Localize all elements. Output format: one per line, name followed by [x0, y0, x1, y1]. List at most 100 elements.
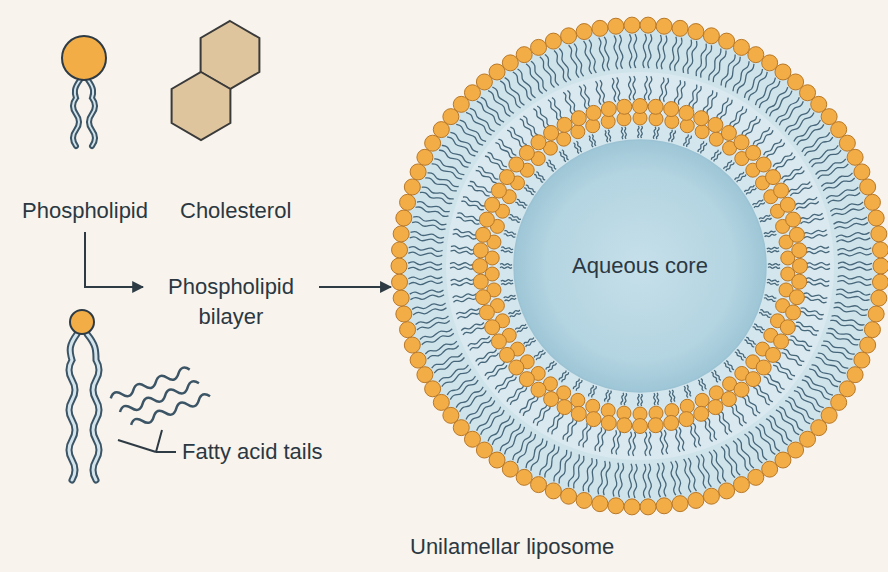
- lipid-tail: [788, 112, 813, 135]
- lipid-head: [400, 194, 416, 210]
- lipid-tail: [563, 418, 573, 440]
- lipid-tail: [830, 320, 863, 330]
- lipid-head: [509, 157, 524, 172]
- lipid-tail: [834, 302, 867, 310]
- lipid-tail: [753, 327, 764, 333]
- lipid-tail: [754, 202, 765, 207]
- lipid-head: [733, 477, 749, 493]
- lipid-tail: [832, 207, 865, 216]
- lipid-tail: [789, 340, 810, 351]
- lipid-tail: [661, 35, 667, 69]
- bilayer-zone: [402, 28, 878, 504]
- lipid-tail: [679, 427, 685, 450]
- lipid-head: [392, 274, 408, 290]
- lipid-tail: [838, 262, 872, 265]
- lipid-tail: [584, 41, 592, 74]
- lipid-head: [499, 170, 514, 185]
- lipid-tail: [805, 282, 829, 286]
- lipid-tail: [568, 454, 579, 486]
- lipid-tail: [505, 78, 525, 106]
- lipid-tail: [696, 456, 706, 489]
- lipid-tail: [675, 428, 680, 451]
- lipid-head: [746, 372, 761, 387]
- lipid-tail: [450, 132, 478, 152]
- lipid-tail: [504, 298, 516, 301]
- lipid-head: [545, 483, 561, 499]
- lipid-tail: [745, 119, 760, 138]
- lipid-head: [679, 105, 694, 120]
- lipid-tail: [501, 283, 513, 285]
- lipid-tail: [756, 385, 773, 402]
- inner-tails: [500, 126, 780, 406]
- lipid-tail: [567, 90, 576, 112]
- lipid-tail: [576, 141, 581, 152]
- lipid-tail: [500, 267, 512, 268]
- lipid-head: [476, 290, 491, 305]
- lipid-tail: [614, 35, 618, 69]
- lipid-tail: [447, 376, 475, 395]
- lipid-head: [734, 382, 749, 397]
- lipid-head: [873, 258, 888, 274]
- lipid-tail: [621, 127, 623, 139]
- lipid-head: [624, 17, 640, 33]
- lipid-tail: [701, 45, 712, 77]
- lipid-tail: [463, 326, 485, 335]
- lipid-tail: [823, 178, 854, 191]
- lipid-head: [756, 157, 771, 172]
- lipid-head: [473, 274, 488, 289]
- lipid-head: [557, 117, 572, 132]
- lipid-head: [839, 135, 855, 151]
- lipid-tail: [767, 247, 779, 249]
- lipid-head: [708, 117, 723, 132]
- lipid-tail: [559, 370, 566, 380]
- lipid-head: [586, 412, 601, 427]
- lipid-tail: [759, 424, 779, 451]
- lipid-tail: [766, 419, 788, 445]
- lipid-tail: [834, 223, 867, 229]
- lipid-tail: [687, 136, 692, 147]
- liposome-illustration: [391, 17, 888, 515]
- lipid-tail: [707, 418, 717, 440]
- lipid-tail: [460, 120, 486, 141]
- lipid-tail: [733, 109, 746, 129]
- lipid-tail: [422, 187, 454, 199]
- lipid-head: [774, 183, 789, 198]
- lipid-head: [766, 170, 781, 185]
- lipid-tail: [596, 81, 602, 104]
- lipid-tail: [634, 34, 637, 68]
- lipid-head: [656, 498, 672, 514]
- lipid-tail: [563, 92, 573, 114]
- lipid-tail: [413, 308, 446, 315]
- lipid-tail: [453, 229, 477, 235]
- lipid-tail: [629, 76, 632, 100]
- lipid-head: [586, 105, 601, 120]
- lipid-tail: [683, 40, 692, 73]
- lipid-tail: [764, 231, 776, 234]
- inner-head-ring: [485, 111, 795, 421]
- lipid-tail: [806, 263, 830, 265]
- lipid-tail: [649, 432, 652, 456]
- lipid-head: [392, 242, 408, 258]
- lipid-head: [491, 334, 506, 349]
- lipid-tail: [413, 217, 446, 225]
- lipid-head: [656, 18, 672, 34]
- lipid-tail: [672, 130, 676, 142]
- lipid-tail: [837, 281, 871, 286]
- lipid-tail: [805, 278, 829, 282]
- lipid-tail: [628, 432, 631, 456]
- lipid-tail: [711, 372, 718, 382]
- lipid-tail: [638, 126, 639, 138]
- lipid-tail: [515, 324, 526, 329]
- lipid-tail: [410, 295, 444, 300]
- lipid-tail: [417, 202, 450, 212]
- lipid-tail: [569, 45, 579, 77]
- lipid-head: [417, 149, 433, 165]
- inner-zone: [497, 123, 783, 409]
- lipid-tail: [562, 150, 569, 160]
- lipid-tail: [801, 218, 824, 224]
- lipid-head: [792, 243, 807, 258]
- lipid-tail-fill: [69, 334, 77, 480]
- lipid-tail: [834, 217, 867, 224]
- lipid-tail: [450, 263, 474, 266]
